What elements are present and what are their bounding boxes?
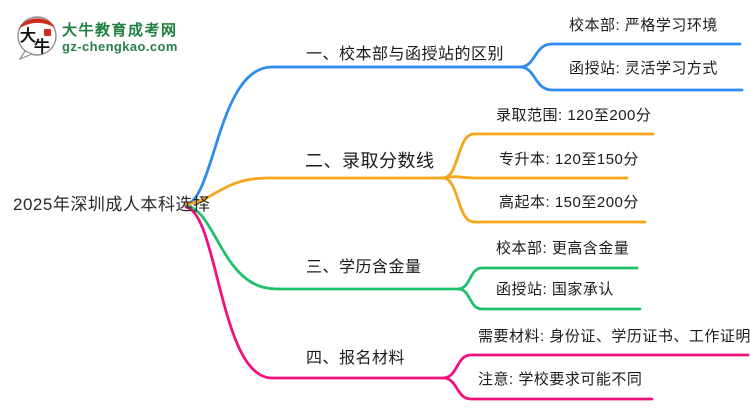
branch-2-child-2: 专升本: 120至150分 <box>499 151 639 168</box>
branch-4-child-1: 需要材料: 身份证、学历证书、工作证明 <box>478 328 750 345</box>
branch-2-main-line <box>184 176 445 206</box>
branch-1-main-line <box>184 65 522 207</box>
branch-3-child-2: 函授站: 国家承认 <box>496 281 614 298</box>
branch-4-child-2-line <box>441 376 654 401</box>
branch-3-main-line <box>184 204 460 291</box>
site-logo: 大 牛 大牛教育成考网 gz-chengkao.com <box>14 12 244 62</box>
branch-1-child-2-line <box>518 65 744 92</box>
branch-2-child-3: 高起本: 150至200分 <box>499 194 639 211</box>
branch-4-child-2: 注意: 学校要求可能不同 <box>478 371 643 388</box>
branch-2-label: 二、录取分数线 <box>305 151 435 171</box>
branch-3-child-2-line <box>456 287 642 311</box>
branch-2-child-3-line <box>441 176 647 224</box>
root-node: 2025年深圳成人本科选择 <box>13 195 211 214</box>
branch-1-child-2: 函授站: 灵活学习方式 <box>569 60 718 77</box>
branch-3-child-1: 校本部: 更高含金量 <box>496 240 630 257</box>
branch-4-main-line <box>184 205 445 380</box>
svg-text:大: 大 <box>20 26 36 45</box>
branch-1-child-1: 校本部: 严格学习环境 <box>569 17 718 34</box>
branch-1-child-1-line <box>518 42 742 69</box>
logo-site-url: gz-chengkao.com <box>62 39 178 54</box>
branch-2-child-1: 录取范围: 120至200分 <box>496 107 652 124</box>
branch-4-label: 四、报名材料 <box>306 350 406 367</box>
branch-3-label: 三、学历含金量 <box>306 259 422 276</box>
branch-1-label: 一、校本部与函授站的区别 <box>306 46 505 63</box>
branch-2-child-2-line <box>441 175 629 180</box>
logo-bull-icon: 大 牛 <box>17 16 57 60</box>
svg-text:牛: 牛 <box>34 37 50 56</box>
logo-site-name: 大牛教育成考网 <box>62 22 178 39</box>
